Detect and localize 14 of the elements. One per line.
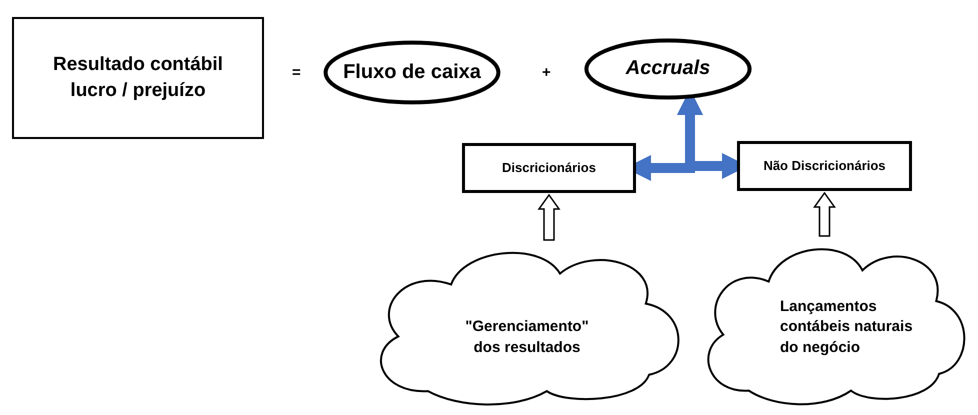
node-label: Accruals: [624, 56, 712, 82]
node-label: Discricionários: [501, 159, 597, 177]
node-label: Não Discricionários: [762, 157, 887, 175]
node-label: Resultado contábil lucro / prejuízo: [52, 52, 224, 103]
discretionary-box: [462, 143, 636, 193]
hollow-arrow: [538, 194, 560, 241]
non-discretionary-box: [737, 141, 912, 191]
hollow-arrow: [813, 192, 836, 237]
node-label: "Gerenciamento" dos resultados: [464, 316, 590, 358]
operator-symbol: +: [542, 63, 551, 83]
result-box: [12, 17, 264, 139]
node-label: Lançamentos contábeis naturais do negócio: [780, 296, 914, 358]
node-label: Fluxo de caixa: [342, 60, 482, 85]
operator-symbol: =: [292, 63, 301, 83]
